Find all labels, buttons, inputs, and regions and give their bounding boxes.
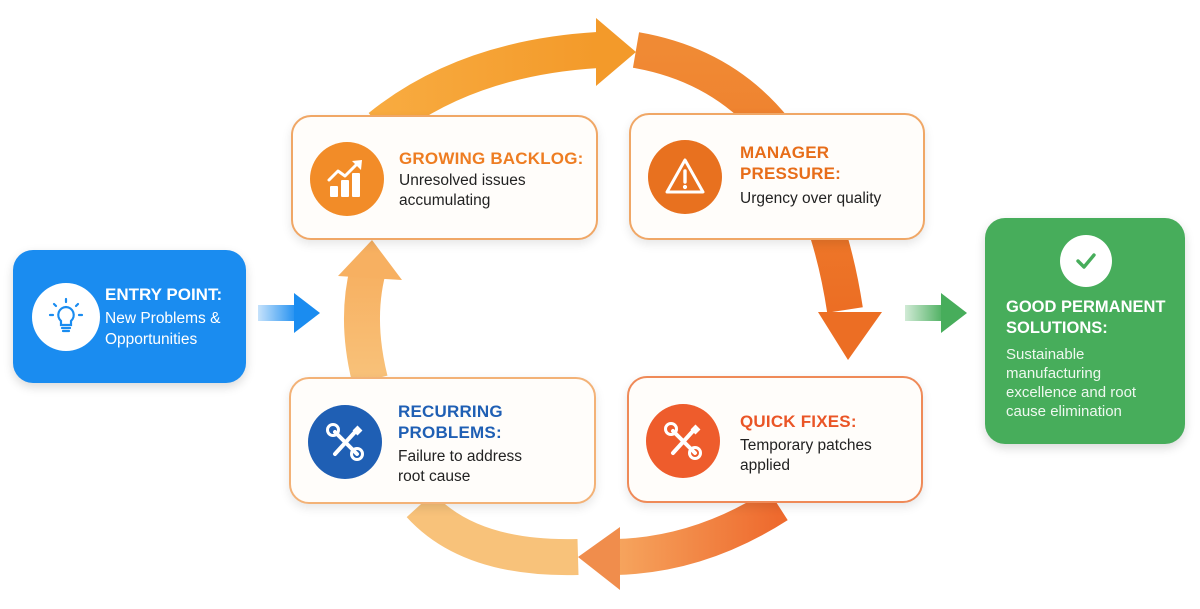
growing-backlog-description: Unresolved issues accumulating bbox=[399, 172, 526, 209]
recurring-problems-description: Failure to address root cause bbox=[398, 448, 523, 485]
arrow-quick-fixes-to-recurring bbox=[578, 489, 788, 590]
arrow-entry bbox=[258, 293, 320, 333]
arrow-exit bbox=[905, 293, 967, 333]
entry-point-card: ENTRY POINT: New Problems & Opportunitie… bbox=[13, 250, 246, 383]
wrench-screwdriver-icon bbox=[646, 404, 720, 478]
arrow-recurring-tail bbox=[406, 492, 579, 576]
arrow-backlog-to-pressure bbox=[368, 18, 636, 142]
wrench-screwdriver-icon bbox=[308, 405, 382, 479]
growing-backlog-title: GROWING BACKLOG: bbox=[399, 149, 584, 168]
warning-icon bbox=[648, 140, 722, 214]
quick-fixes-card: QUICK FIXES: Temporary patches applied bbox=[627, 376, 923, 503]
recurring-problems-card: RECURRING PROBLEMS: Failure to address r… bbox=[289, 377, 596, 504]
arrow-recurring-to-backlog bbox=[338, 240, 402, 385]
lightbulb-icon bbox=[32, 283, 100, 351]
manager-pressure-description: Urgency over quality bbox=[740, 190, 882, 207]
recurring-problems-title: RECURRING PROBLEMS: bbox=[398, 402, 503, 442]
good-solutions-title: GOOD PERMANENT SOLUTIONS: bbox=[1006, 298, 1166, 337]
manager-pressure-title: MANAGER PRESSURE: bbox=[740, 143, 841, 183]
good-solutions-card: GOOD PERMANENT SOLUTIONS: Sustainable ma… bbox=[985, 218, 1185, 444]
entry-point-title: ENTRY POINT: bbox=[105, 285, 223, 304]
growing-backlog-card: GROWING BACKLOG: Unresolved issues accum… bbox=[291, 115, 598, 240]
quick-fixes-title: QUICK FIXES: bbox=[740, 412, 857, 431]
growth-chart-icon bbox=[310, 142, 384, 216]
checkmark-icon bbox=[1060, 235, 1112, 287]
manager-pressure-card: MANAGER PRESSURE: Urgency over quality bbox=[629, 113, 925, 240]
good-solutions-description: Sustainable manufacturing excellence and… bbox=[1006, 346, 1137, 420]
quick-fixes-description: Temporary patches applied bbox=[740, 437, 872, 474]
entry-point-description: New Problems & Opportunities bbox=[105, 310, 221, 348]
